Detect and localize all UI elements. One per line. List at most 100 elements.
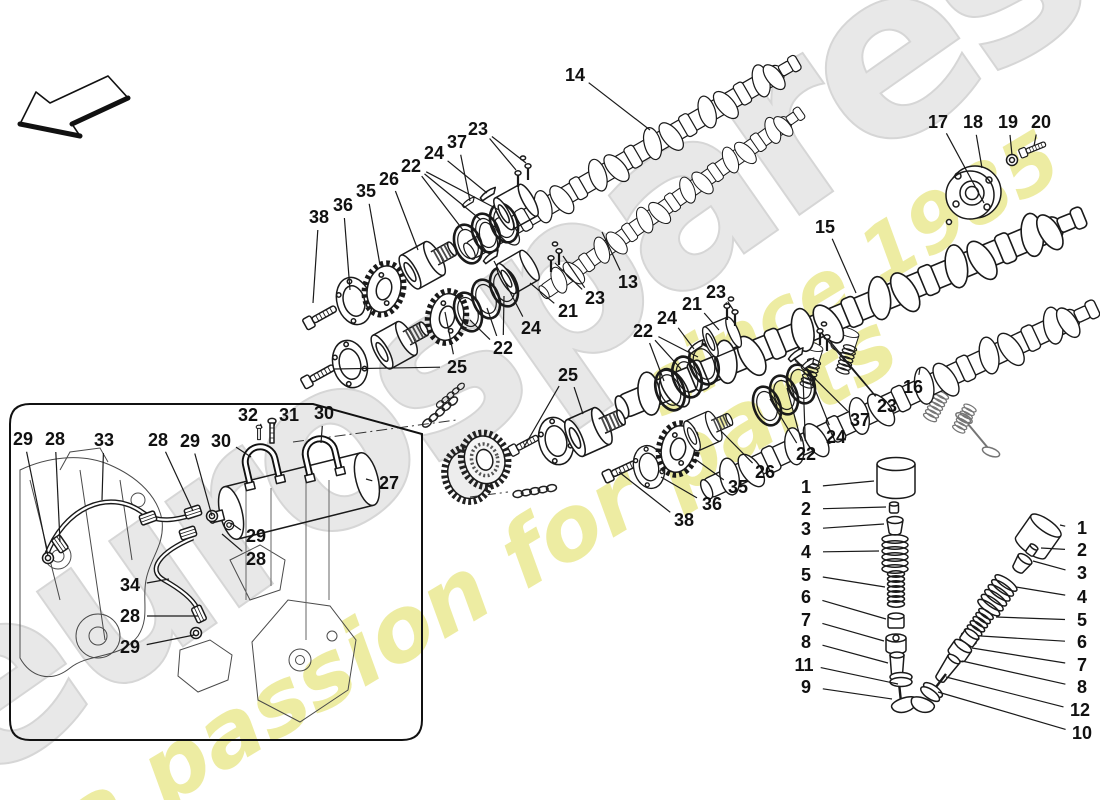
callout-label: 8 (1077, 677, 1087, 697)
callout-6: 6 (801, 587, 887, 620)
callout-label: 7 (801, 610, 811, 630)
leader-line (820, 667, 899, 685)
leader-line (805, 366, 830, 426)
leader-line (822, 576, 886, 588)
leader-line (961, 660, 1066, 685)
callout-label: 30 (314, 403, 334, 423)
callout-32: 32 (238, 405, 263, 429)
leader-line (343, 217, 351, 291)
inner-spring-5 (886, 570, 906, 608)
leader-line (802, 376, 806, 442)
callout-label: 2 (801, 499, 811, 519)
callout-36: 36 (333, 195, 353, 291)
callout-29: 29 (120, 634, 195, 657)
leader-line (425, 171, 500, 211)
callout-21: 21 (529, 282, 578, 321)
callout-15: 15 (815, 217, 857, 294)
leader-line (562, 255, 586, 289)
callout-label: 24 (826, 427, 846, 447)
callout-label: 24 (521, 318, 541, 338)
callout-label: 2 (1077, 540, 1087, 560)
callout-label: 38 (674, 510, 694, 530)
leader-line (660, 476, 698, 499)
callout-label: 22 (633, 321, 653, 341)
leader-line (786, 387, 802, 442)
callout-label: 31 (279, 405, 299, 425)
callout-29: 29 (230, 522, 266, 546)
leader-line (1032, 560, 1066, 571)
valve-collar-10 (920, 681, 944, 703)
leader-line (368, 203, 381, 266)
chain-drive-cluster (420, 381, 739, 507)
leader-line (146, 634, 195, 646)
callout-label: 1 (801, 477, 811, 497)
callout-label: 35 (356, 181, 376, 201)
callout-10: 10 (937, 691, 1092, 743)
callout-label: 21 (682, 294, 702, 314)
callout-28: 28 (148, 430, 194, 512)
valve-ghost-parts (921, 388, 1001, 458)
leader-line (703, 312, 720, 331)
callout-2: 2 (801, 499, 887, 519)
leader-line (320, 425, 323, 444)
callout-label: 23 (468, 119, 488, 139)
leader-line (444, 311, 454, 355)
callout-33: 33 (94, 430, 114, 501)
leader-line (658, 336, 699, 358)
callout-23: 23 (554, 255, 605, 308)
leader-line (822, 599, 887, 620)
callout-label: 29 (180, 431, 200, 451)
leader-line (822, 480, 875, 487)
leader-line (421, 175, 464, 231)
callout-34: 34 (120, 575, 170, 595)
leader-line (55, 451, 61, 543)
inset-border (9, 403, 423, 741)
callout-label: 28 (246, 549, 266, 569)
leader-line (259, 423, 263, 429)
cam16-seal-group (746, 321, 832, 431)
leader-line (554, 262, 583, 290)
leader-line (447, 160, 488, 194)
callout-label: 35 (728, 477, 748, 497)
leader-line (194, 453, 213, 517)
callout-label: 1 (1077, 518, 1087, 538)
callout-35: 35 (356, 181, 381, 266)
leader-line (1009, 134, 1013, 156)
valve-head-10 (910, 696, 936, 714)
callout-label: 16 (903, 377, 923, 397)
leader-line (523, 385, 560, 448)
callout-12: 12 (945, 676, 1090, 720)
leader-line (694, 458, 725, 481)
callout-label: 7 (1077, 655, 1087, 675)
callout-30: 30 (314, 403, 334, 444)
outer-spring-4 (974, 571, 1020, 620)
leader-line (333, 366, 441, 370)
callout-label: 26 (755, 462, 775, 482)
callout-label: 6 (801, 587, 811, 607)
callout-25: 25 (523, 365, 584, 448)
leader-line (822, 506, 887, 510)
callout-6: 6 (980, 632, 1087, 652)
callout-14: 14 (565, 65, 651, 131)
callout-31: 31 (273, 405, 299, 427)
retainer-3 (886, 515, 904, 536)
leader-line (831, 238, 857, 294)
leader-line (995, 616, 1066, 621)
leader-line (493, 260, 524, 317)
callout-label: 29 (246, 526, 266, 546)
callout-label: 27 (379, 473, 399, 493)
callout-16: 16 (903, 367, 923, 397)
valve-collar-9 (889, 671, 913, 688)
callout-25: 25 (333, 311, 467, 377)
callout-label: 5 (1077, 610, 1087, 630)
cam15-seal-group (648, 296, 746, 416)
callout-22: 22 (401, 156, 500, 231)
callout-label: 20 (1031, 112, 1051, 132)
callout-label: 29 (120, 637, 140, 657)
callout-24: 24 (424, 143, 488, 194)
callout-label: 12 (1070, 700, 1090, 720)
callout-label: 29 (13, 429, 33, 449)
callout-label: 4 (801, 542, 811, 562)
